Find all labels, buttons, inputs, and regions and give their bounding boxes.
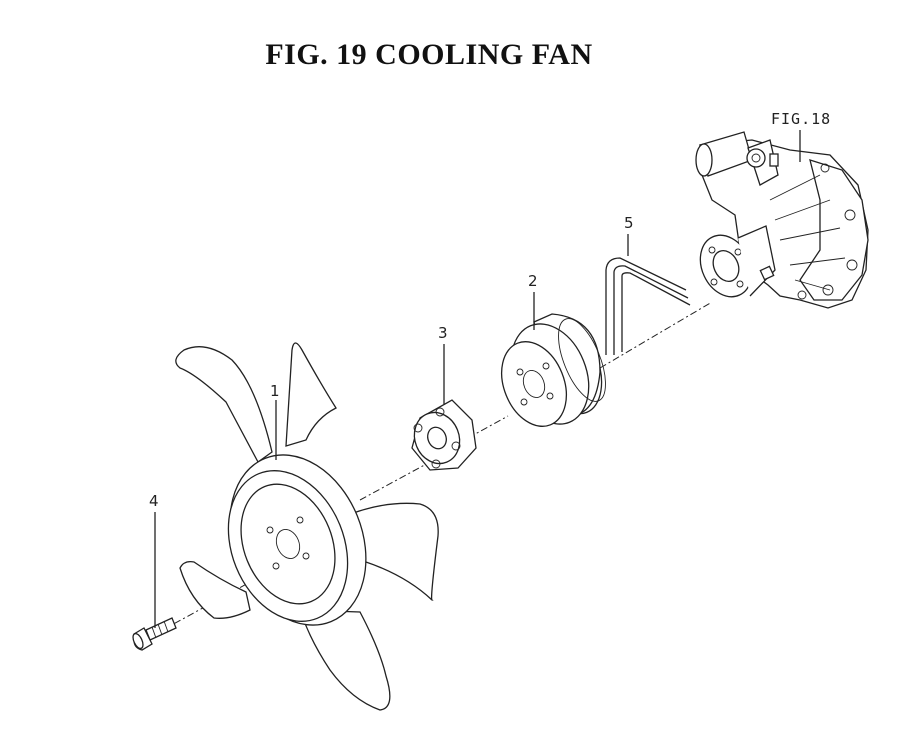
part-label-2: 2	[528, 272, 538, 290]
part-label-5: 5	[624, 214, 634, 232]
fan-spacer	[411, 344, 477, 471]
part-label-4: 4	[149, 492, 159, 510]
figure-title: FIG. 19 COOLING FAN	[265, 38, 593, 71]
water-pump-reference	[695, 130, 869, 309]
part-label-1: 1	[270, 382, 280, 400]
cooling-fan	[175, 342, 439, 711]
fan-pulley	[501, 292, 606, 427]
reference-label: FIG.18	[771, 110, 831, 128]
v-belt	[605, 234, 691, 355]
part-label-3: 3	[438, 324, 448, 342]
fan-bolt	[132, 512, 177, 651]
